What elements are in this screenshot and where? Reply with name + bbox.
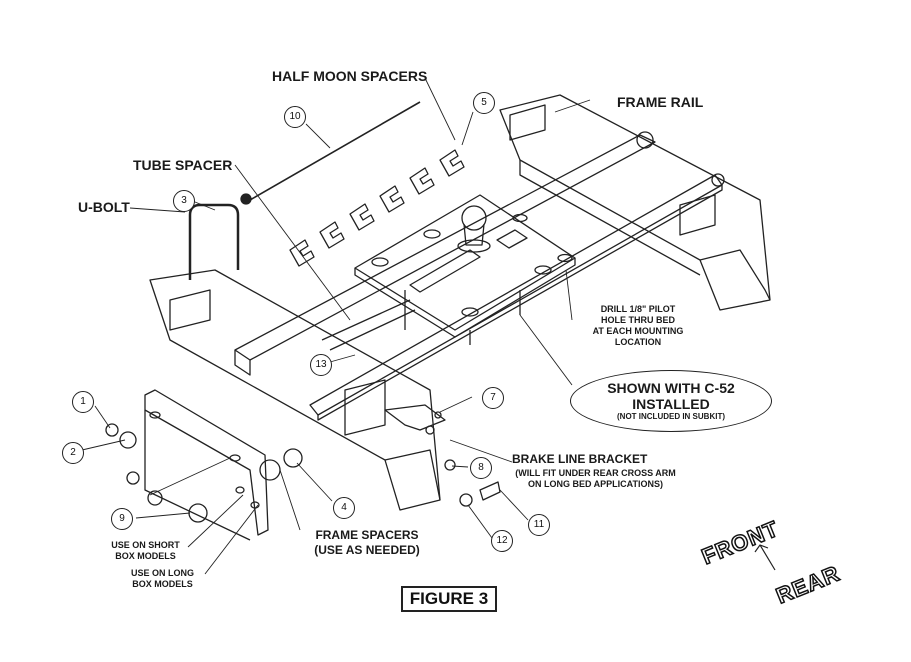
callout-2: 2 bbox=[62, 442, 84, 464]
figure-caption: FIGURE 3 bbox=[401, 586, 497, 612]
brake-line-bracket bbox=[384, 404, 446, 435]
tube-spacer-label: TUBE SPACER bbox=[133, 157, 233, 173]
brake-line-bracket-label: BRAKE LINE BRACKET bbox=[512, 452, 648, 466]
short-box-note: USE ON SHORT BOX MODELS bbox=[111, 540, 180, 561]
frame-rail-lower bbox=[149, 269, 441, 511]
u-bolt-label: U-BOLT bbox=[78, 199, 130, 215]
u-bolt bbox=[188, 203, 240, 280]
callout-3: 3 bbox=[173, 190, 195, 212]
tube-spacer-rod bbox=[321, 299, 416, 351]
frame-rail-label: FRAME RAIL bbox=[617, 94, 704, 110]
callout-8: 8 bbox=[470, 457, 492, 479]
side-bracket-plate bbox=[144, 389, 269, 541]
callout-11: 11 bbox=[528, 514, 550, 536]
frame-spacers-label: FRAME SPACERS (USE AS NEEDED) bbox=[314, 528, 420, 557]
tube-spacer-nut bbox=[240, 193, 252, 205]
front-rear-arrow bbox=[754, 544, 776, 571]
mounting-plate bbox=[354, 194, 576, 345]
callout-1: 1 bbox=[72, 391, 94, 413]
callout-4: 4 bbox=[333, 497, 355, 519]
long-bolt bbox=[249, 101, 421, 201]
half-moon-spacers-label: HALF MOON SPACERS bbox=[272, 68, 428, 84]
callout-13: 13 bbox=[310, 354, 332, 376]
callout-12: 12 bbox=[491, 530, 513, 552]
shown-with-callout: SHOWN WITH C-52 INSTALLED (NOT INCLUDED … bbox=[570, 370, 772, 432]
callout-9: 9 bbox=[111, 508, 133, 530]
callout-10: 10 bbox=[284, 106, 306, 128]
frame-rail-upper bbox=[499, 94, 771, 311]
brake-line-note: (WILL FIT UNDER REAR CROSS ARM ON LONG B… bbox=[515, 468, 676, 489]
callout-7: 7 bbox=[482, 387, 504, 409]
leader-lines bbox=[81, 77, 591, 575]
fasteners bbox=[105, 423, 501, 523]
half-moon-spacers bbox=[289, 149, 465, 267]
long-box-note: USE ON LONG BOX MODELS bbox=[130, 568, 194, 589]
drill-note: DRILL 1/8" PILOT HOLE THRU BED AT EACH M… bbox=[592, 304, 684, 347]
callout-5: 5 bbox=[473, 92, 495, 114]
